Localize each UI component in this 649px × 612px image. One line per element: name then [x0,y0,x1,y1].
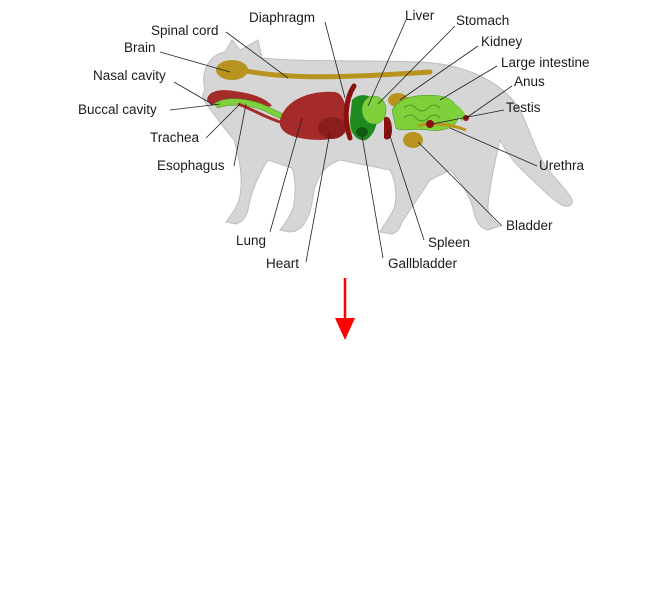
diaphragm-shape [343,83,357,141]
label-spinal-cord: Spinal cord [151,23,219,38]
label-urethra: Urethra [539,158,585,173]
gallbladder-shape [356,127,368,137]
brain-shape [216,60,248,80]
label-kidney: Kidney [481,34,523,49]
urethra-shape [417,122,467,132]
label-testis: Testis [506,100,541,115]
labels: Spinal cord Diaphragm Liver Stomach Brai… [78,8,590,271]
trachea-shape [237,102,281,124]
down-arrow-icon [335,278,355,340]
leader-lines [159,19,538,263]
label-diaphragm: Diaphragm [249,10,315,25]
intestine-shape [391,95,459,131]
bladder-shape [403,132,423,148]
spleen-shape [384,116,392,140]
label-spleen: Spleen [428,235,470,250]
label-stomach: Stomach [456,13,509,28]
stomach-shape [361,95,387,125]
intestine-coils [403,104,441,122]
label-trachea: Trachea [150,130,200,145]
label-anus: Anus [514,74,545,89]
testis-shape [426,120,434,128]
label-buccal-cavity: Buccal cavity [78,102,157,117]
label-liver: Liver [405,8,435,23]
label-lung: Lung [236,233,266,248]
label-esophagus: Esophagus [157,158,225,173]
label-heart: Heart [266,256,299,271]
spinal-cord-shape [229,65,433,80]
heart-shape [318,117,346,139]
label-bladder: Bladder [506,218,553,233]
label-nasal-cavity: Nasal cavity [93,68,166,83]
label-brain: Brain [124,40,156,55]
organs [207,60,469,148]
label-gallbladder: Gallbladder [388,256,458,271]
label-large-intestine: Large intestine [501,55,590,70]
